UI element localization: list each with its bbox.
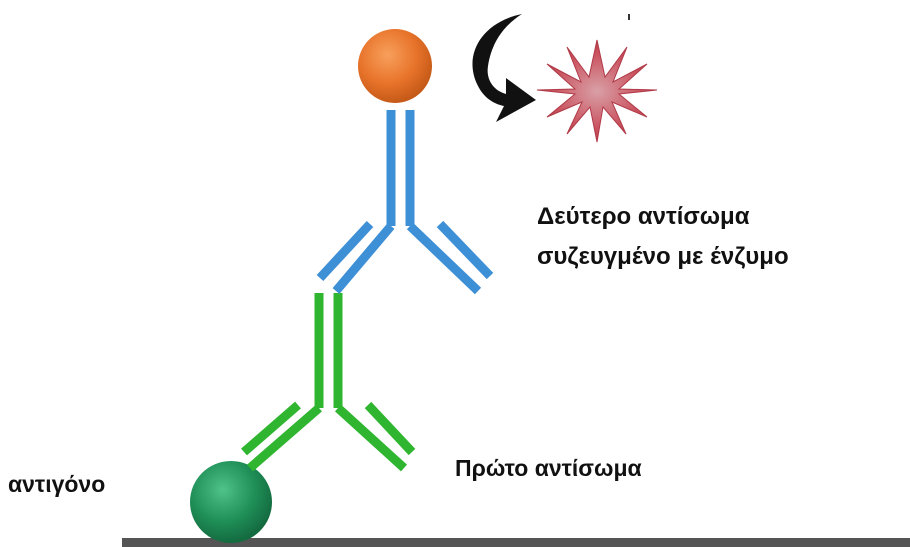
clipped-text-fragment: · · · · · · ´ · · · · · · ´ [455,492,705,502]
secondary-antibody-label-line2: συζευγμένο με ένζυμο [537,237,789,277]
clipped-text: · · · · · · ´ · · · · · · ´ [455,492,645,500]
primary-antibody [244,293,412,468]
primary-antibody-label: Πρώτο αντίσωμα [455,453,642,483]
enzyme-sphere [358,29,432,103]
curved-arrow-icon [472,14,536,122]
secondary-antibody-label-line1: Δεύτερο αντίσωμα [537,197,789,237]
starburst-icon [537,40,657,142]
stray-mark [628,14,630,20]
secondary-antibody [320,110,490,291]
antigen-label: αντιγόνο [8,469,105,499]
secondary-antibody-label: Δεύτερο αντίσωμα συζευγμένο με ένζυμο [537,197,789,277]
antigen-sphere [190,461,272,543]
